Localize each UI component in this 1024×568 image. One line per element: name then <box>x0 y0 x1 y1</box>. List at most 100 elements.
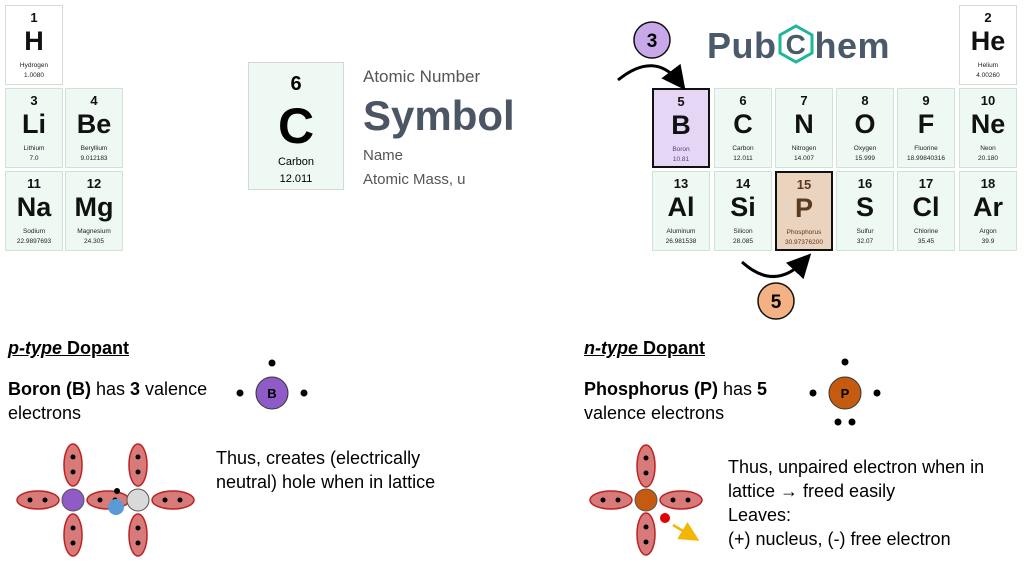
element-symbol: H <box>24 26 44 56</box>
element-symbol: Ar <box>972 192 1003 222</box>
atomic-mass: 30.97376200 <box>785 239 823 246</box>
element-name: Sodium <box>22 228 46 235</box>
element-symbol: B <box>671 110 691 140</box>
element-hydrogen: 1 H Hydrogen 1.0080 <box>5 5 63 85</box>
legend-element-card: 6 C Carbon 12.011 <box>248 62 344 190</box>
atomic-mass: 24.305 <box>84 238 104 245</box>
atomic-number: 16 <box>857 176 873 191</box>
element-symbol: Na <box>16 192 52 222</box>
atomic-number: 3 <box>30 93 38 108</box>
element-phosphorus: 15 P Phosphorus 30.97376200 <box>775 171 833 251</box>
legend-label-symbol: Symbol <box>363 92 515 139</box>
atomic-number: 15 <box>796 177 812 192</box>
atomic-mass: 26.981538 <box>665 238 697 245</box>
element-helium: 2 He Helium 4.00260 <box>959 5 1017 85</box>
atomic-mass: 32.07 <box>856 238 874 245</box>
logo-text-mid: C <box>785 29 806 60</box>
legend-symbol: C <box>277 98 315 154</box>
logo-text-left: Pub <box>707 25 777 66</box>
element-argon: 18 Ar Argon 39.9 <box>959 171 1017 251</box>
atomic-mass: 14.007 <box>794 155 814 162</box>
atomic-mass: 9.012183 <box>80 155 108 162</box>
atomic-number: 5 <box>677 94 685 109</box>
element-neon: 10 Ne Neon 20.180 <box>959 88 1017 168</box>
element-silicon: 14 Si Silicon 28.085 <box>714 171 772 251</box>
element-boron: 5 B Boron 10.81 <box>652 88 710 168</box>
atomic-number: 1 <box>30 10 38 25</box>
atomic-number: 9 <box>922 93 930 108</box>
element-name: Phosphorus <box>786 229 822 236</box>
element-name: Magnesium <box>77 228 111 235</box>
atomic-mass: 28.085 <box>733 238 753 245</box>
ntype-lattice-diagram <box>589 444 703 556</box>
atomic-number: 18 <box>980 176 996 191</box>
atomic-number: 4 <box>90 93 98 108</box>
atomic-mass: 1.0080 <box>24 72 44 79</box>
element-symbol: Ne <box>970 109 1006 139</box>
element-symbol: Cl <box>912 192 940 222</box>
element-name: Argon <box>979 228 997 235</box>
ptype-description: Boron (B) has 3 valence electrons <box>8 379 208 423</box>
boron-atom-label: B <box>267 386 276 401</box>
logo-text-right: hem <box>814 25 891 66</box>
atomic-mass: 12.011 <box>733 155 753 162</box>
ntype-description: Phosphorus (P) has 5 valence electrons <box>584 379 768 423</box>
element-symbol: N <box>794 109 814 139</box>
element-symbol: He <box>970 26 1006 56</box>
element-nitrogen: 7 N Nitrogen 14.007 <box>775 88 833 168</box>
atomic-mass: 20.180 <box>978 155 998 162</box>
atomic-mass: 15.999 <box>855 155 875 162</box>
atomic-number: 17 <box>918 176 934 191</box>
element-symbol: F <box>917 109 935 139</box>
element-aluminum: 13 Al Aluminum 26.981538 <box>652 171 710 251</box>
element-name: Nitrogen <box>791 145 817 152</box>
atomic-mass: 10.81 <box>672 156 690 163</box>
ptype-lattice-diagram <box>16 443 195 557</box>
element-symbol: Al <box>667 192 695 222</box>
element-symbol: Mg <box>74 192 114 222</box>
element-name: Sulfur <box>856 228 874 235</box>
atomic-number: 2 <box>984 10 992 25</box>
element-carbon: 6 C Carbon 12.011 <box>714 88 772 168</box>
atomic-number: 11 <box>27 176 41 191</box>
phosphorus-electron-diagram: P <box>809 358 881 426</box>
legend-label-atomic-number: Atomic Number <box>363 67 481 86</box>
element-name: Silicon <box>733 228 753 235</box>
atomic-mass: 39.9 <box>981 238 995 245</box>
legend-mass: 12.011 <box>279 173 313 185</box>
element-symbol: Li <box>22 109 46 139</box>
element-name: Hydrogen <box>19 62 49 69</box>
element-fluorine: 9 F Fluorine 18.99840316 <box>897 88 955 168</box>
ptype-heading: p-type Dopant <box>8 338 129 359</box>
element-magnesium: 12 Mg Magnesium 24.305 <box>65 171 123 251</box>
element-name: Helium <box>977 62 999 69</box>
element-name: Neon <box>980 145 996 152</box>
marker-five: 5 <box>757 282 795 320</box>
ptype-explanation: Thus, creates (electrically neutral) hol… <box>216 448 436 492</box>
marker-three-label: 3 <box>647 31 658 52</box>
element-name: Fluorine <box>914 145 938 152</box>
element-name: Carbon <box>732 145 754 152</box>
ntype-title-rest: Dopant <box>638 338 705 358</box>
marker-three: 3 <box>633 21 671 59</box>
atomic-mass: 4.00260 <box>976 72 1000 79</box>
element-symbol: C <box>733 109 753 139</box>
boron-electron-diagram: B <box>236 359 308 410</box>
element-symbol: Be <box>76 109 112 139</box>
atomic-mass: 18.99840316 <box>907 155 945 162</box>
element-lithium: 3 Li Lithium 7.0 <box>5 88 63 168</box>
legend-label-mass: Atomic Mass, u <box>363 171 466 188</box>
logo-hexagon-icon: C <box>778 24 814 64</box>
element-sulfur: 16 S Sulfur 32.07 <box>836 171 894 251</box>
atomic-number: 10 <box>980 93 996 108</box>
arrow-to-phosphorus <box>740 253 812 280</box>
element-name: Oxygen <box>853 145 877 152</box>
element-symbol: O <box>854 109 876 139</box>
atomic-mass: 35.45 <box>917 238 935 245</box>
element-chlorine: 17 Cl Chlorine 35.45 <box>897 171 955 251</box>
atomic-number: 13 <box>673 176 689 191</box>
ntype-heading: n-type Dopant <box>584 338 705 359</box>
legend-label-name: Name <box>363 147 404 164</box>
atomic-number: 7 <box>800 93 808 108</box>
